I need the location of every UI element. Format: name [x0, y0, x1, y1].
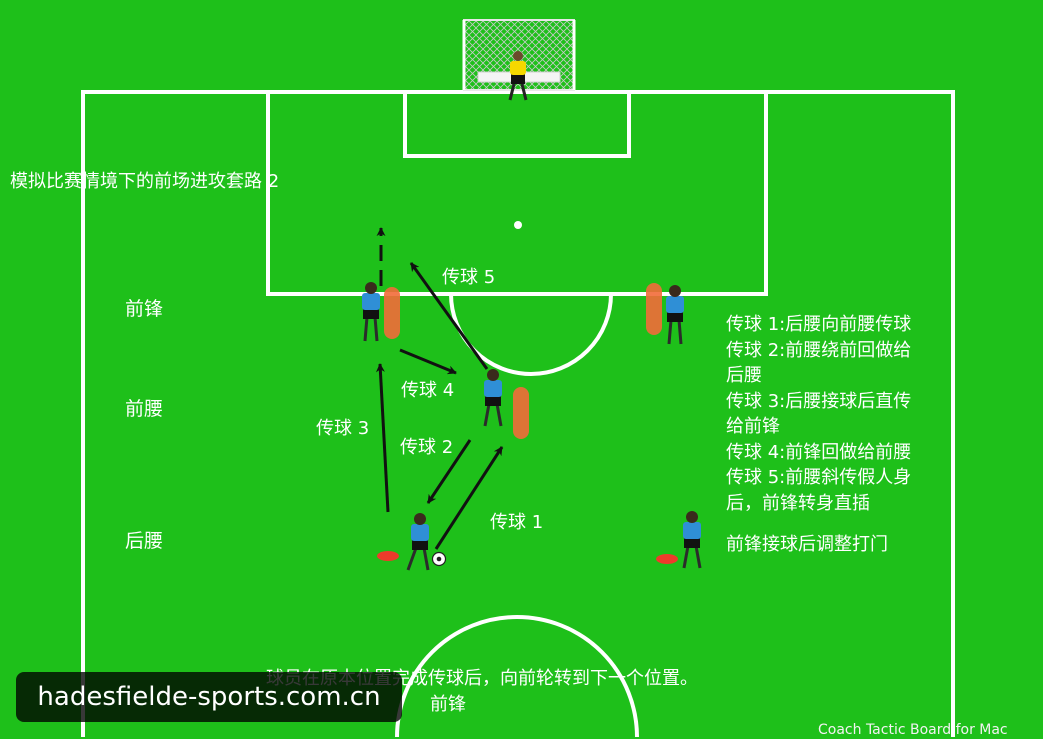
arrow-pass-4	[399, 348, 457, 375]
ball	[431, 551, 447, 567]
pass-label-2: 传球 2	[400, 437, 454, 458]
cone-1	[377, 551, 399, 561]
note-line: 传球 5:前腰斜传假人身	[726, 467, 912, 488]
mannequin-2	[646, 283, 662, 335]
goalkeeper	[508, 51, 528, 101]
arrow-pass-5	[409, 262, 489, 370]
role-label-defensive-mid: 后腰	[125, 530, 164, 552]
pass-label-1: 传球 1	[490, 512, 544, 533]
watermark-banner: hadesfielde-sports.com.cn	[16, 672, 402, 722]
pass-label-5: 传球 5	[442, 267, 496, 288]
footer-instruction-2: 前锋	[430, 694, 466, 715]
center-circle	[395, 615, 639, 737]
note-line: 前锋接球后调整打门	[726, 534, 888, 555]
pass-label-3: 传球 3	[316, 418, 370, 439]
goal-area	[403, 90, 631, 158]
note-line: 后腰	[726, 365, 762, 386]
note-line: 给前锋	[726, 416, 780, 437]
arrow-pass-1	[434, 446, 504, 550]
mannequin-1	[384, 287, 400, 339]
note-line: 传球 1:后腰向前腰传球	[726, 314, 912, 335]
player-forward-right	[666, 285, 684, 345]
mannequin-3	[513, 387, 529, 439]
note-line: 传球 2:前腰绕前回做给	[726, 339, 912, 361]
player-attacking-mid	[483, 369, 503, 427]
note-line: 传球 4:前锋回做给前腰	[726, 441, 912, 463]
penalty-spot	[514, 221, 522, 229]
cone-2	[656, 554, 678, 564]
pass-label-4: 传球 4	[401, 380, 455, 401]
player-forward-left	[362, 282, 380, 342]
penalty-arc	[449, 293, 613, 376]
note-line: 后，前锋转身直插	[726, 492, 870, 514]
role-label-forward: 前锋	[125, 298, 164, 320]
diagram-title: 模拟比赛情境下的前场进攻套路 2	[10, 171, 280, 192]
player-defensive-mid-right	[682, 511, 702, 569]
arrow-pass-3	[375, 363, 390, 513]
role-label-attacking-mid: 前腰	[125, 398, 164, 420]
penalty-area	[266, 90, 768, 296]
app-credit: Coach Tactic Board for Mac	[818, 722, 1008, 738]
pass-notes: 传球 1:后腰向前腰传球 传球 2:前腰绕前回做给 后腰 传球 3:后腰接球后直…	[726, 312, 911, 558]
player-defensive-mid-left	[406, 513, 430, 571]
arrow-pass-2	[426, 439, 472, 504]
note-line: 传球 3:后腰接球后直传	[726, 390, 912, 412]
pitch-lines	[81, 90, 955, 737]
